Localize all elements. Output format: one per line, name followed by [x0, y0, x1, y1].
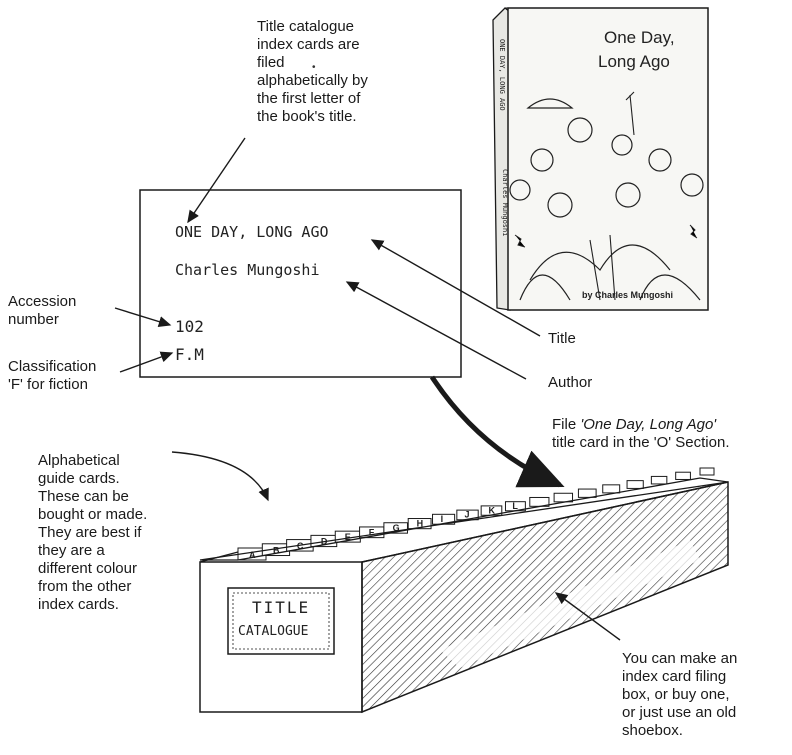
note-line: You can make an	[622, 650, 738, 667]
guide-tab-letter: L	[512, 501, 518, 511]
guide-tab-letter: B	[273, 546, 280, 556]
note-line: number	[8, 311, 59, 328]
book-cover-author: by Charles Mungoshi	[582, 290, 674, 300]
arrow-title-catalogue	[187, 137, 246, 224]
note-line: or just use an old	[622, 704, 737, 721]
guide-tab-letter: K	[488, 505, 495, 515]
note-line: index cards are	[257, 36, 360, 53]
card-accession: 102	[175, 317, 204, 336]
note-file-book: 'One Day, Long Ago'	[580, 416, 717, 433]
note-line: Accession	[8, 293, 77, 310]
note-line: index cards.	[38, 596, 119, 613]
guide-tab-letter: J	[465, 510, 470, 520]
note-file-prefix: File	[552, 416, 581, 433]
note-author-label: Author	[548, 374, 593, 391]
arrow-title	[370, 239, 541, 337]
note-accession: Accession number	[8, 293, 76, 329]
note-line: index card filing	[622, 668, 727, 685]
guide-tab-letter: A	[249, 550, 256, 560]
note-line: They are best if	[38, 524, 142, 541]
note-title-catalogue: Title catalogue index cards are filed al…	[257, 18, 427, 126]
book-illustration	[492, 7, 709, 311]
guide-tab-letter: E	[345, 532, 351, 542]
note-classification: Classification 'F' for fiction	[8, 358, 96, 394]
guide-tab	[407, 518, 432, 530]
arrow-guide-cards	[171, 451, 269, 502]
guide-tab-letter: H	[417, 519, 424, 529]
guide-tab-letter: G	[393, 523, 400, 533]
note-line: Title catalogue	[257, 18, 355, 35]
guide-tab-letter: F	[369, 528, 375, 538]
note-line: 'F' for fiction	[8, 376, 88, 393]
stray-mark: •	[312, 62, 316, 73]
box-label-line-1: TITLE	[252, 598, 311, 617]
note-line: from the other	[38, 578, 132, 595]
book-spine-author: Charles Mungoshi	[501, 169, 509, 237]
guide-tab	[383, 522, 408, 534]
card-classification: F.M	[175, 345, 204, 364]
note-line: bought or made.	[38, 506, 148, 523]
book-spine-title: ONE DAY, LONG AGO	[498, 39, 506, 111]
card-author: Charles Mungoshi	[175, 261, 320, 279]
arrow-filing-box	[554, 592, 621, 641]
note-line: the book's title.	[257, 108, 357, 125]
guide-tab-letter: C	[297, 541, 304, 551]
arrow-accession	[114, 307, 172, 328]
note-title-label: Title	[548, 330, 576, 347]
note-line: guide cards.	[38, 470, 120, 487]
guide-tab	[602, 484, 621, 494]
book-cover-title-1: One Day,	[604, 28, 675, 47]
guide-tab	[577, 488, 597, 498]
note-line: These can be	[38, 488, 129, 505]
guide-tab	[650, 475, 668, 485]
note-filing-box: You can make an index card filing box, o…	[622, 650, 787, 740]
note-line: filed	[257, 54, 285, 71]
box-label	[227, 587, 335, 655]
arrow-classification	[119, 351, 174, 373]
note-line: Classification	[8, 358, 97, 375]
note-line: they are a	[38, 542, 105, 559]
note-guide-cards: Alphabetical guide cards. These can be b…	[38, 452, 178, 614]
arrow-file-card	[429, 375, 565, 488]
note-line: the first letter of	[257, 90, 361, 107]
guide-tab	[626, 480, 644, 489]
note-line: Alphabetical	[38, 452, 120, 469]
guide-tab	[675, 471, 691, 480]
arrow-author	[345, 281, 527, 380]
guide-tab	[699, 467, 715, 476]
note-file-card: File 'One Day, Long Ago' title card in t…	[552, 416, 787, 452]
note-line: box, or buy one,	[622, 686, 730, 703]
note-line: different colour	[38, 560, 137, 577]
guide-tab-letter: I	[441, 514, 444, 524]
card-title: ONE DAY, LONG AGO	[175, 223, 329, 241]
note-line: shoebox.	[622, 722, 683, 739]
book-cover-title-2: Long Ago	[598, 52, 670, 71]
box-label-line-2: CATALOGUE	[238, 624, 309, 639]
note-line: alphabetically by	[257, 72, 368, 89]
note-line: title card in the 'O' Section.	[552, 434, 730, 451]
